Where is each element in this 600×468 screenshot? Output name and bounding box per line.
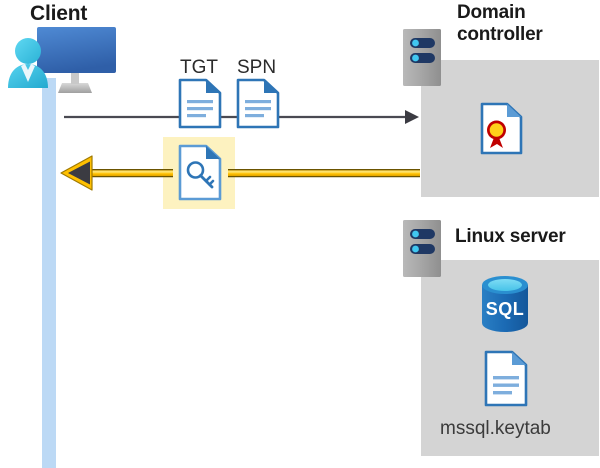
- spn-document-icon: [236, 78, 280, 129]
- key-document-highlight: [163, 137, 235, 209]
- domain-controller-panel: [421, 60, 599, 197]
- keytab-filename-label: mssql.keytab: [440, 418, 551, 439]
- linux-server-title: Linux server: [455, 226, 566, 247]
- tgt-document-icon: [178, 78, 222, 129]
- domain-controller-title: Domain controller: [457, 2, 543, 45]
- tgt-label: TGT: [180, 57, 218, 78]
- client-title: Client: [30, 2, 88, 25]
- response-arrow: [60, 155, 420, 191]
- request-arrow: [64, 110, 419, 124]
- client-icon: [8, 27, 116, 93]
- client-lifeline-bar: [42, 78, 56, 468]
- spn-label: SPN: [237, 57, 277, 78]
